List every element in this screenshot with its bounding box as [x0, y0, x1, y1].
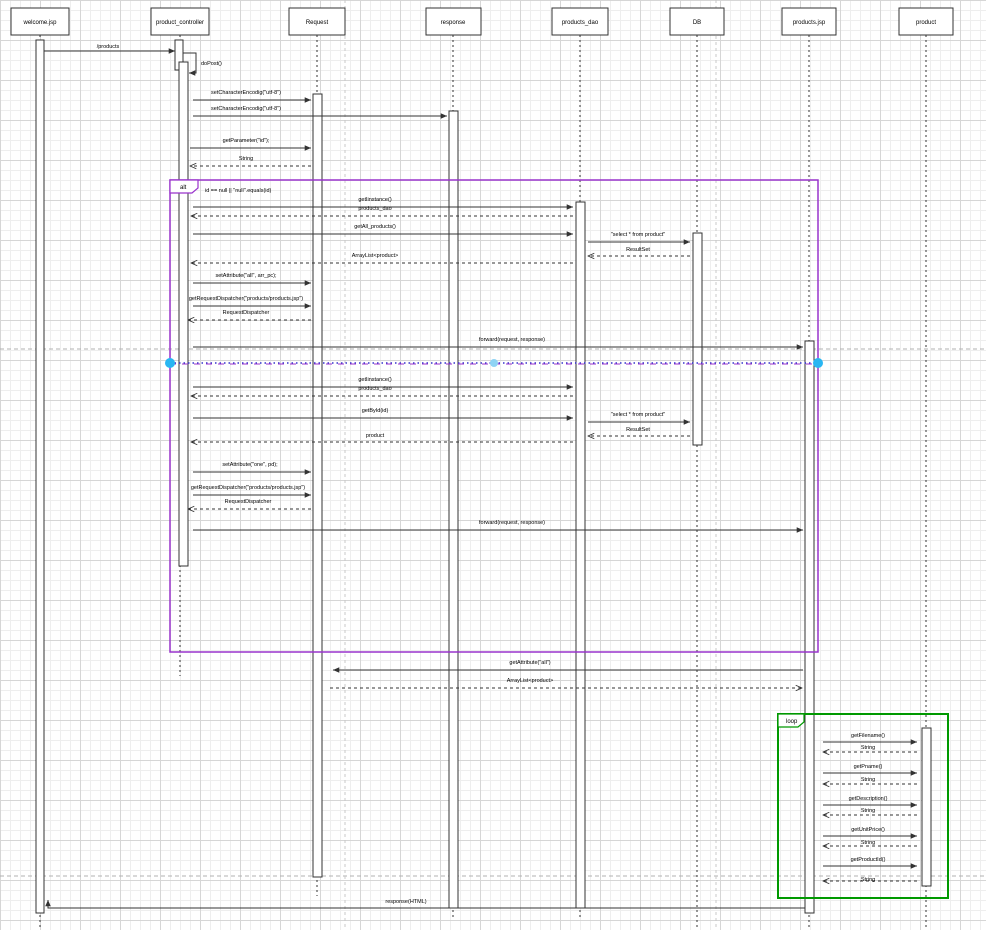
- loop-label-tab: [777, 713, 805, 728]
- alt-guard: id == null || "null".equals(id): [205, 188, 272, 194]
- message-label: products_dao: [358, 386, 391, 392]
- message-label: "select * from product": [611, 412, 665, 418]
- message-label: getFilename(): [851, 733, 885, 739]
- participant-label: products.jsp: [793, 20, 826, 26]
- message-label: RequestDispatcher: [225, 499, 272, 505]
- message-label: ResultSet: [626, 247, 650, 253]
- participant-db[interactable]: DB: [669, 7, 725, 930]
- participant-label: DB: [693, 20, 701, 26]
- message-label: product: [366, 433, 385, 439]
- message-label: getById(id): [362, 408, 389, 414]
- participant-box[interactable]: [10, 7, 70, 36]
- selected-connector[interactable]: [165, 358, 823, 368]
- participant-response[interactable]: response: [425, 7, 482, 920]
- message-label: doPost(): [201, 61, 222, 67]
- activation-bar-welcome[interactable]: [35, 39, 45, 914]
- message-label: String: [861, 840, 875, 846]
- message-label: ResultSet: [626, 427, 650, 433]
- message-label: /products: [97, 44, 120, 50]
- connector-handle-end[interactable]: [813, 358, 823, 368]
- participant-box[interactable]: [288, 7, 346, 36]
- message-label: getRequestDispatcher("products/products.…: [191, 485, 305, 491]
- messages: /products doPost() setCharacterEncodig("…: [44, 44, 917, 909]
- message-label: String: [861, 877, 875, 883]
- message-label: response(HTML): [385, 899, 426, 905]
- message-label: String: [239, 156, 253, 162]
- message-label: String: [861, 777, 875, 783]
- loop-fragment[interactable]: loop: [777, 713, 949, 899]
- message-label: products_dao: [358, 206, 391, 212]
- message-label: getIinstance(): [358, 377, 391, 383]
- message-label: setAttribute("all", arr_pc);: [215, 273, 277, 279]
- participant-label: product: [916, 20, 936, 26]
- message-label: getPname(): [854, 764, 883, 770]
- participant-box[interactable]: [898, 7, 954, 36]
- message-label: getRequestDispatcher("products/products.…: [189, 296, 303, 302]
- message-label: setAttribute("one", pd);: [222, 462, 278, 468]
- message-self-call[interactable]: [183, 52, 197, 76]
- participant-label: products_dao: [562, 20, 599, 26]
- message-label: getParameter("id");: [223, 138, 270, 144]
- message-label: String: [861, 808, 875, 814]
- alt-label: alt: [180, 185, 187, 191]
- activation-bar-request[interactable]: [312, 93, 323, 878]
- message-label: getIinstance(): [358, 197, 391, 203]
- alt-frame[interactable]: [169, 179, 819, 653]
- loop-frame[interactable]: [777, 713, 949, 899]
- activation-bar-productsjsp[interactable]: [804, 340, 815, 914]
- message-label: "select * from product": [611, 232, 665, 238]
- message-label: RequestDispatcher: [223, 310, 270, 316]
- message-label: getUnitPrice(): [851, 827, 885, 833]
- activation-bar-product[interactable]: [921, 727, 932, 887]
- participant-label: response: [441, 20, 466, 26]
- participant-label: welcome.jsp: [22, 20, 57, 26]
- connector-handle-start[interactable]: [165, 358, 175, 368]
- connector-handle-middle[interactable]: [490, 359, 498, 367]
- message-label: ArrayList<product>: [507, 678, 553, 684]
- message-label: getProductId(): [851, 857, 886, 863]
- loop-label: loop: [786, 719, 798, 725]
- alt-label-tab: [169, 179, 199, 194]
- activation-bar-db[interactable]: [692, 232, 703, 446]
- activation-bar-controller[interactable]: [178, 61, 189, 567]
- message-label: ArrayList<product>: [352, 253, 398, 259]
- participant-box[interactable]: [669, 7, 725, 36]
- participant-box[interactable]: [551, 7, 609, 36]
- activation-bar-response[interactable]: [448, 110, 459, 909]
- message-label: setCharacterEncodig("utf-8"): [211, 90, 281, 96]
- message-label: forward(request, response): [479, 520, 545, 526]
- message-label: getDescription(): [849, 796, 888, 802]
- message-label: setCharacterEncodig("utf-8"): [211, 106, 281, 112]
- message-label: String: [861, 745, 875, 751]
- message-label: getAttribute("all"): [509, 660, 550, 666]
- participant-dao[interactable]: products_dao: [551, 7, 609, 920]
- participant-box[interactable]: [781, 7, 837, 36]
- message-label: getAll_products(): [354, 224, 396, 230]
- participant-label: Request: [306, 20, 329, 26]
- alt-fragment[interactable]: alt id == null || "null".equals(id): [169, 179, 819, 653]
- message-label: forward(request, response): [479, 337, 545, 343]
- message-line[interactable]: [45, 900, 805, 909]
- activation-bar-dao[interactable]: [575, 201, 586, 909]
- participant-label: product_controller: [156, 20, 204, 26]
